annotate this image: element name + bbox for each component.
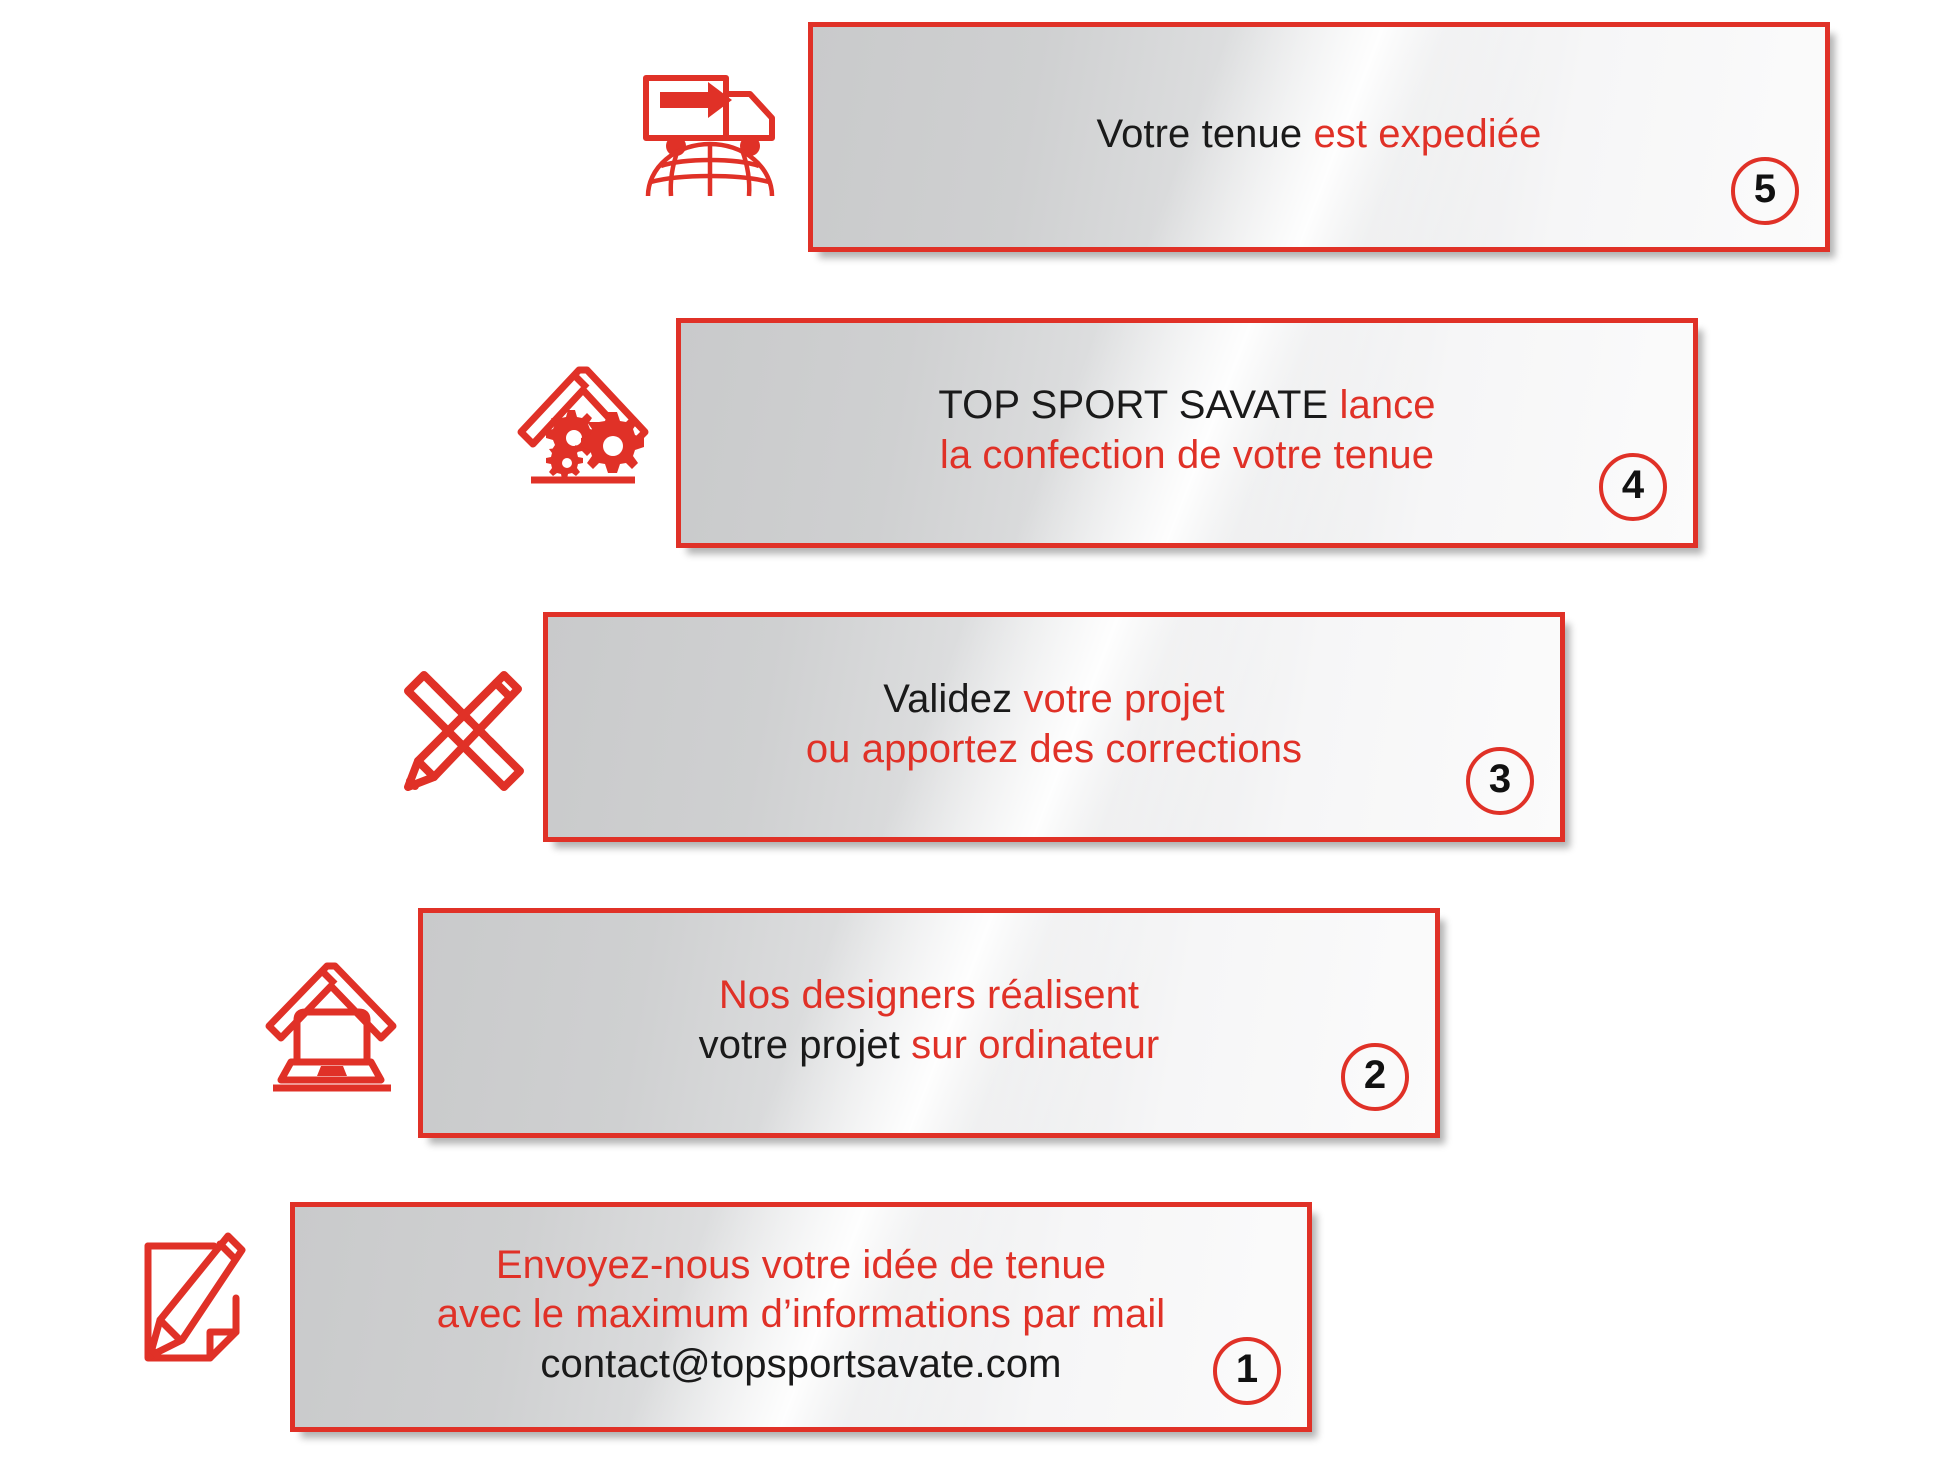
step-4-number-badge: 4 — [1599, 453, 1667, 521]
step-2-line-2-seg-2: sur ordinateur — [911, 1023, 1160, 1067]
step-1-number: 1 — [1235, 1347, 1259, 1391]
roof-laptop-icon — [263, 950, 403, 1095]
ruler-pencil-icon — [388, 655, 538, 805]
step-4-bar: TOP SPORT SAVATE lance la confection de … — [676, 318, 1698, 548]
step-5-line-1-seg-1: Votre tenue — [1096, 112, 1314, 157]
step-3-line-1-seg-1: Validez — [883, 677, 1024, 722]
workshop-roof-gears-icon — [515, 348, 655, 498]
step-2-number-badge: 2 — [1341, 1043, 1409, 1111]
delivery-truck-globe-icon — [638, 60, 788, 200]
step-1-line-1-seg-1: Envoyez-nous votre idée de tenue — [495, 1242, 1107, 1287]
step-4-line-1-seg-1: TOP SPORT SAVATE — [938, 383, 1340, 428]
step-2-number: 2 — [1363, 1053, 1387, 1097]
step-2-line-1-seg-1: Nos designers réalisent — [718, 973, 1140, 1018]
step-2-line-2-seg-1: votre projet — [698, 1023, 912, 1067]
step-1-text: Envoyez-nous votre idée de tenue avec le… — [437, 1241, 1166, 1394]
step-3-number: 3 — [1488, 757, 1512, 801]
step-4-line-1-seg-2: lance — [1339, 383, 1436, 428]
step-3-bar: Validez votre projet ou apportez des cor… — [543, 612, 1565, 842]
document-pencil-icon — [132, 1228, 272, 1373]
step-5-number: 5 — [1753, 167, 1777, 211]
step-4-text: TOP SPORT SAVATE lance la confection de … — [938, 381, 1435, 484]
step-5-text: Votre tenue est expediée — [1097, 110, 1542, 164]
step-1-line-3-seg-1: contact@topsportsavate.com — [540, 1341, 1062, 1386]
step-2-bar: Nos designers réalisent votre projet sur… — [418, 908, 1440, 1138]
step-1-line-2-seg-1: avec le maximum d’informations par mail — [436, 1292, 1166, 1337]
step-1-number-badge: 1 — [1213, 1337, 1281, 1405]
step-4-number: 4 — [1621, 463, 1645, 507]
step-3-text: Validez votre projet ou apportez des cor… — [806, 675, 1302, 778]
step-3-line-2-seg-1: ou apportez des corrections — [805, 727, 1303, 771]
step-4-line-2-seg-1: la confection de votre tenue — [939, 433, 1435, 477]
step-2-text: Nos designers réalisent votre projet sur… — [699, 971, 1160, 1074]
step-3-line-1-seg-2: votre projet — [1023, 677, 1225, 722]
step-3-number-badge: 3 — [1466, 747, 1534, 815]
step-1-bar: Envoyez-nous votre idée de tenue avec le… — [290, 1202, 1312, 1432]
step-5-number-badge: 5 — [1731, 157, 1799, 225]
step-5-bar: Votre tenue est expediée 5 — [808, 22, 1830, 252]
step-5-line-1-seg-2: est expediée — [1313, 112, 1542, 157]
